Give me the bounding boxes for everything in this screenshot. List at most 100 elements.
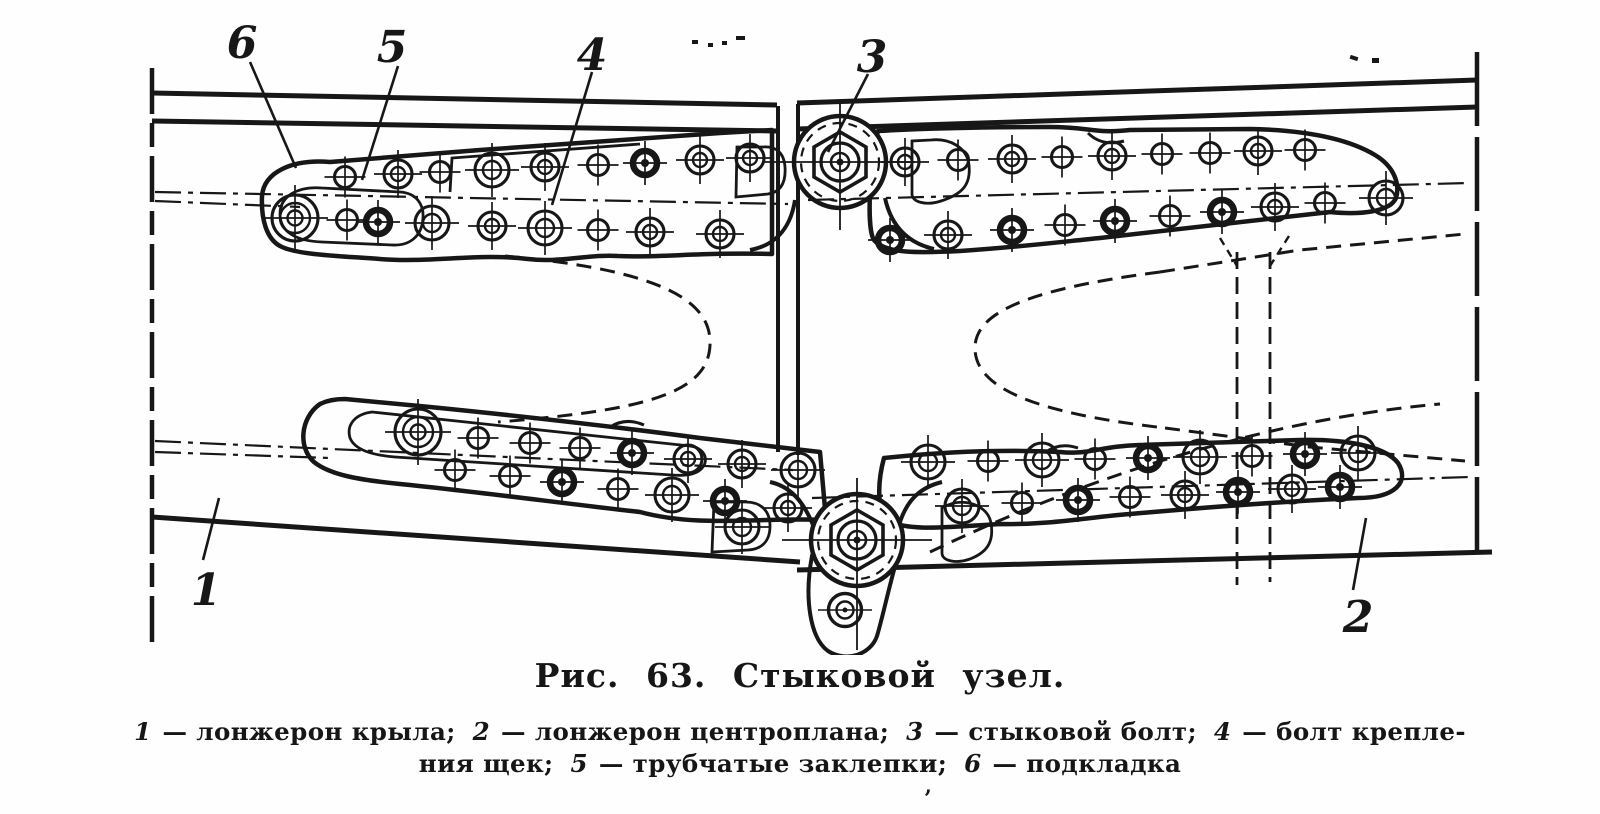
fastener-bolt: [645, 468, 699, 522]
fastener-rivet: [559, 427, 601, 469]
fastener-bolt: [1093, 199, 1137, 243]
fastener-bolt: [610, 431, 654, 475]
bottom-left-cheek-plate: [301, 396, 829, 524]
fastener-rivet: [489, 455, 531, 497]
fastener-bolt: [881, 138, 929, 186]
leader-1: [201, 497, 221, 561]
leader-4: [550, 71, 594, 206]
fastener-bolt: [262, 185, 328, 251]
fastener-rivet: [324, 156, 366, 198]
fastener-bolt: [405, 196, 459, 250]
hidden-tongue-left: [497, 254, 712, 424]
fastener-rivet: [1284, 129, 1326, 171]
plate-inner-details: [278, 131, 1125, 563]
fastener-bolt: [696, 210, 744, 258]
fastener-rivet: [1074, 438, 1116, 480]
fastener-bolt: [1200, 190, 1244, 234]
legend-item-number: 4: [1213, 717, 1232, 746]
legend-item-text: ния щек;: [418, 749, 563, 778]
fastener-bolt: [468, 202, 516, 250]
fastener-rivet: [1044, 204, 1086, 246]
fastener-bolt: [1251, 183, 1299, 231]
fastener-bolt: [465, 143, 519, 197]
top-right-cheek-plate: [867, 124, 1400, 255]
fastener-bolt: [715, 500, 769, 554]
legend-item-text: — подкладка: [983, 749, 1182, 778]
fastener-bolt: [990, 208, 1034, 252]
fastener-bolt: [1318, 465, 1362, 509]
legend-line-2: ния щек; 5 — трубчатые заклепки; 6 — под…: [0, 748, 1600, 780]
fastener-rivet: [577, 144, 619, 186]
top-joint-bolt: [749, 100, 935, 252]
fastener-bolt: [518, 201, 572, 255]
callout-6: 6: [227, 18, 258, 69]
fastener-bolt: [935, 479, 989, 533]
callout-1: 1: [191, 565, 222, 616]
fastener-bolt: [385, 399, 451, 465]
fastener-bolt: [771, 443, 825, 497]
spar-outlines: [149, 52, 1493, 645]
fastener-bolt: [1056, 478, 1100, 522]
legend-item-text: — лонжерон центроплана;: [492, 717, 899, 746]
fastener-bolt: [356, 200, 400, 244]
legend-item-number: 5: [570, 749, 588, 778]
fastener-rivet: [1109, 476, 1151, 518]
print-artifact: ’: [924, 786, 932, 812]
fastener-rivet: [434, 449, 476, 491]
fastener-rivet: [1189, 132, 1231, 174]
fastener-bolt: [1088, 132, 1136, 180]
fastener-rivet: [937, 139, 979, 181]
legend-line-1: 1 — лонжерон крыла; 2 — лонжерон центроп…: [0, 716, 1600, 748]
fastener-bolt: [1126, 436, 1170, 480]
legend-item-text: — болт крепле-: [1233, 717, 1466, 746]
fastener-rivet: [1141, 133, 1183, 175]
lug-tab-bolt: [818, 591, 872, 629]
fastener-bolt: [521, 143, 569, 191]
fastener-bolt: [676, 136, 724, 184]
centerlines: [154, 181, 1471, 500]
washer-plate: [940, 500, 994, 563]
callout-5: 5: [377, 22, 408, 73]
fastener-bolt: [540, 460, 584, 504]
fastener-bolt: [901, 435, 955, 489]
joint-diagram: 6 5 4 3 1 2: [149, 18, 1493, 655]
fastener-rivet: [597, 468, 639, 510]
fastener-bolt: [868, 218, 912, 262]
fastener-bolt: [626, 208, 674, 256]
fastener-rivet: [419, 151, 461, 193]
leader-3: [826, 73, 870, 153]
washer-plate: [910, 138, 971, 205]
callout-leaders: [201, 61, 1368, 591]
fastener-rivet: [967, 440, 1009, 482]
leader-2: [1351, 517, 1368, 591]
fastener-rivet: [1041, 136, 1083, 178]
hidden-lines: [497, 232, 1466, 585]
callout-4: 4: [577, 30, 608, 81]
legend-item-number: 6: [964, 749, 982, 778]
rivet-field: [262, 127, 1413, 554]
fastener-bolt: [703, 479, 747, 523]
fastener-bolt: [988, 135, 1036, 183]
fastener-bolt: [726, 134, 774, 182]
fastener-rivet: [1304, 182, 1346, 224]
legend-item-number: 1: [134, 717, 152, 746]
fastener-bolt: [1268, 465, 1316, 513]
top-left-cheek-plate: [259, 127, 775, 263]
fastener-bolt: [1161, 471, 1209, 519]
fastener-bolt: [623, 141, 667, 185]
bottom-lug-tab: [806, 554, 901, 655]
fastener-rivet: [326, 199, 368, 241]
fastener-bolt: [1015, 433, 1069, 487]
fastener-bolt: [764, 484, 812, 532]
fastener-bolt: [718, 440, 766, 488]
fastener-rivet: [457, 417, 499, 459]
callout-2: 2: [1342, 592, 1374, 643]
fastener-rivet: [509, 422, 551, 464]
hidden-tongue-right: [973, 270, 1166, 430]
legend-item-text: — трубчатые заклепки;: [589, 749, 957, 778]
callout-labels: 6 5 4 3 1 2: [191, 18, 1374, 643]
fastener-rivet: [1149, 195, 1191, 237]
legend-item-text: — лонжерон крыла;: [153, 717, 465, 746]
fastener-bolt: [924, 211, 972, 259]
